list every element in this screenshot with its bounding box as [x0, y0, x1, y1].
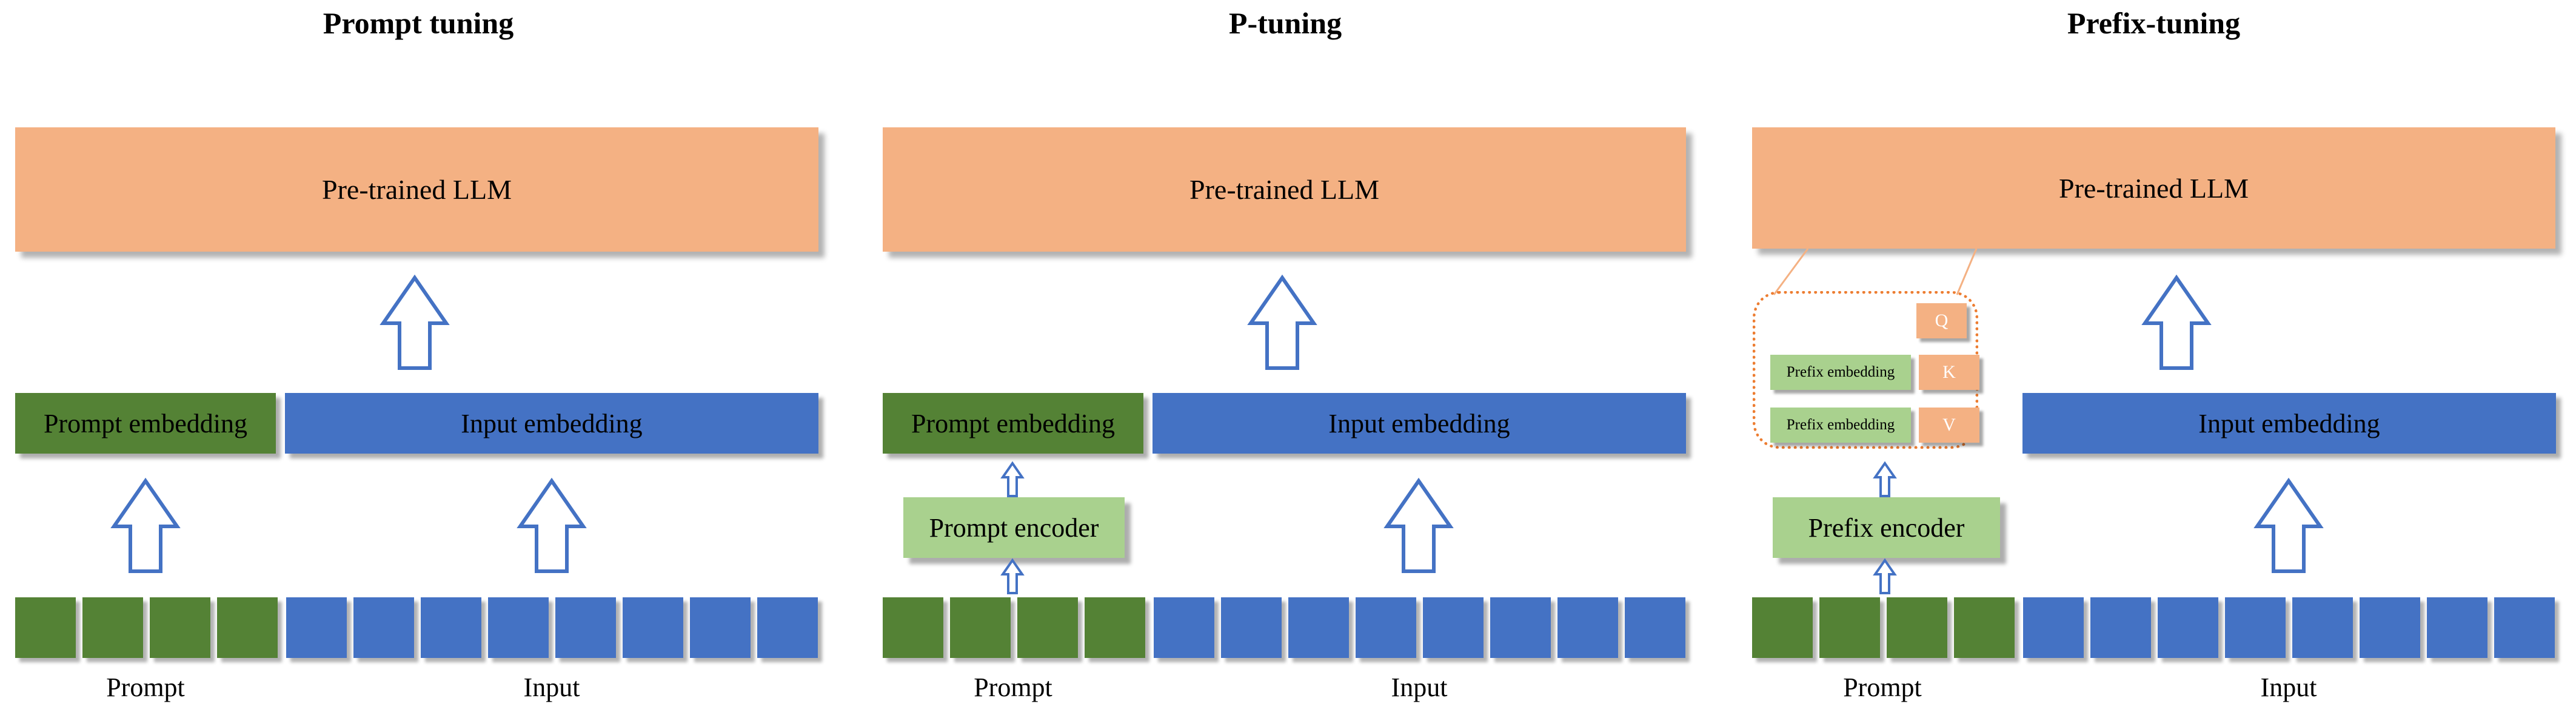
prompt-label: Prompt	[1843, 673, 1922, 702]
input-token	[690, 597, 751, 658]
input-token	[2023, 597, 2084, 658]
input-token	[555, 597, 616, 658]
input-label: Input	[1391, 673, 1448, 702]
pretrained-llm-block: Pre-trained LLM	[883, 127, 1686, 252]
input-label: Input	[2260, 673, 2317, 702]
prompt-token	[15, 597, 76, 658]
panel-title: Prefix-tuning	[2067, 6, 2241, 40]
input-token	[2158, 597, 2218, 658]
input-token	[2090, 597, 2151, 658]
input-token	[2360, 597, 2420, 658]
prompt-encoder-block: Prompt encoder	[903, 497, 1125, 558]
panel-p-tuning: P-tuning Pre-trained LLM Prompt embeddin…	[867, 0, 1704, 718]
panel-title: P-tuning	[1228, 6, 1342, 40]
prompt-token	[1819, 597, 1880, 658]
input-token	[2427, 597, 2487, 658]
prompt-label: Prompt	[974, 673, 1052, 702]
input-token	[286, 597, 347, 658]
up-arrow-icon	[380, 274, 450, 370]
prefix-embedding-block: Prefix embedding	[1770, 355, 1911, 390]
value-block: V	[1919, 408, 1979, 443]
prompt-token	[1085, 597, 1145, 658]
prompt-token	[1954, 597, 2015, 658]
prompt-token	[150, 597, 210, 658]
small-up-arrow-icon	[1873, 558, 1897, 594]
up-arrow-icon	[517, 477, 587, 573]
up-arrow-icon	[110, 477, 181, 573]
input-token	[757, 597, 818, 658]
panel-prefix-tuning: Prefix-tuning Pre-trained LLM Q Prefix e…	[1734, 0, 2574, 718]
input-token	[2292, 597, 2353, 658]
key-block: K	[1919, 355, 1979, 390]
prefix-encoder-block: Prefix encoder	[1773, 497, 2000, 558]
up-arrow-icon	[2253, 477, 2324, 573]
input-token	[623, 597, 683, 658]
prompt-token	[950, 597, 1011, 658]
prompt-label: Prompt	[106, 673, 185, 702]
input-token	[1356, 597, 1416, 658]
input-token	[488, 597, 549, 658]
input-token	[1288, 597, 1349, 658]
up-arrow-icon	[1383, 477, 1454, 573]
prompt-token	[217, 597, 278, 658]
input-embedding-block: Input embedding	[285, 393, 818, 454]
input-label: Input	[523, 673, 580, 702]
small-up-arrow-icon	[1873, 461, 1897, 497]
query-block: Q	[1916, 303, 1967, 338]
small-up-arrow-icon	[1000, 461, 1025, 497]
input-embedding-block: Input embedding	[2022, 393, 2556, 454]
input-token	[2225, 597, 2286, 658]
input-token	[1423, 597, 1484, 658]
input-token	[1154, 597, 1214, 658]
input-token	[1557, 597, 1618, 658]
input-token	[353, 597, 414, 658]
panel-title: Prompt tuning	[323, 6, 514, 40]
pretrained-llm-block: Pre-trained LLM	[15, 127, 818, 252]
prompt-embedding-block: Prompt embedding	[15, 393, 276, 454]
input-token	[1221, 597, 1282, 658]
input-token	[2494, 597, 2555, 658]
up-arrow-icon	[2141, 274, 2212, 370]
small-up-arrow-icon	[1000, 558, 1025, 594]
input-token	[1490, 597, 1551, 658]
prompt-token	[1017, 597, 1078, 658]
panel-prompt-tuning: Prompt tuning Pre-trained LLM Prompt emb…	[0, 0, 837, 718]
input-embedding-block: Input embedding	[1153, 393, 1686, 454]
prompt-token	[82, 597, 143, 658]
input-token	[1625, 597, 1685, 658]
input-token	[421, 597, 481, 658]
pretrained-llm-block: Pre-trained LLM	[1752, 127, 2555, 249]
prompt-token	[1887, 597, 1947, 658]
up-arrow-icon	[1247, 274, 1317, 370]
zoom-connector	[1773, 248, 1978, 295]
prompt-embedding-block: Prompt embedding	[883, 393, 1143, 454]
prefix-embedding-block: Prefix embedding	[1770, 408, 1911, 443]
prompt-token	[1752, 597, 1813, 658]
prompt-token	[883, 597, 943, 658]
